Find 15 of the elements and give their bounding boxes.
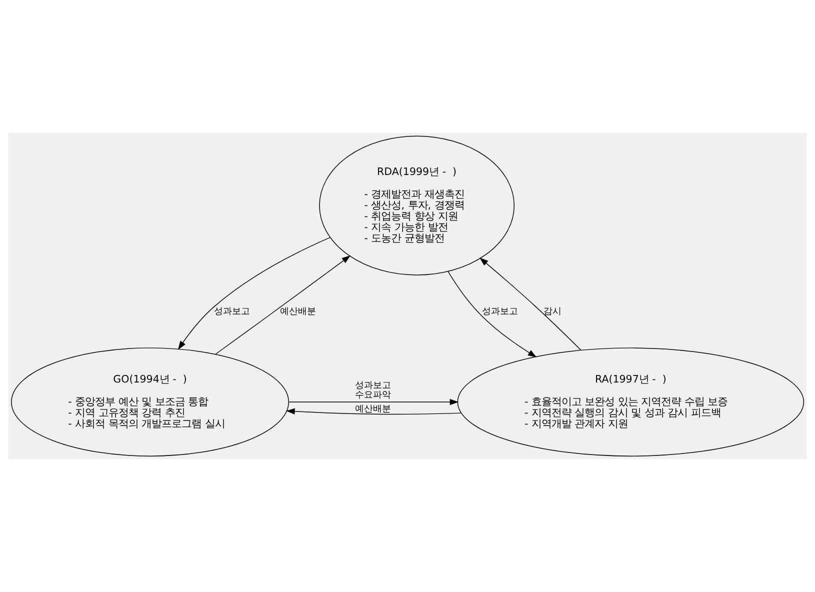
edge-label: 성과보고	[214, 306, 250, 317]
node-ellipse: RA(1997년 - ) - 효율적이고 보완성 있는 지역전략 수립 보증 - 지역전략 실행의 감시 및 성과 감시 피드백 - 지역개발 관계자 지원	[457, 348, 804, 456]
arrow	[286, 408, 462, 415]
edge-label: 예산배분	[280, 306, 316, 317]
node-ellipse: RDA(1999년 - ) - 경제발전과 재생촉진 - 생산성, 투자, 경쟁력 - 취업능력 향상 지원 - 지속 가능한 발전 - 도농간 균형발전	[319, 136, 515, 276]
edge-label: 감시	[543, 306, 562, 317]
arrow	[448, 271, 537, 358]
arrow	[480, 258, 582, 351]
edge-label: 예산배분	[355, 404, 392, 414]
arrow	[215, 255, 351, 355]
arrow	[178, 237, 331, 350]
node-ellipse: GO(1994년 - ) - 중앙정부 예산 및 보조금 통합 - 지역 고유정책 강력 추진 - 사회적 목적의 개발프로그램 실시	[11, 348, 289, 456]
edge-label: 성과보고 수요파악	[355, 380, 392, 400]
edge-label: 성과보고	[482, 306, 518, 317]
arrow	[288, 398, 459, 406]
